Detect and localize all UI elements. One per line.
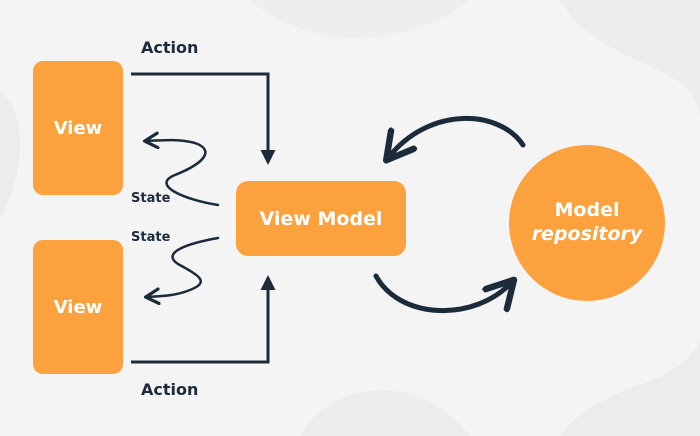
state-top-label: State (131, 191, 171, 206)
action-bottom-arrow (131, 275, 276, 364)
viewmodel-to-model-arrow (373, 273, 512, 313)
view-model-node: View Model (236, 181, 406, 256)
action-bottom-label: Action (141, 380, 199, 399)
view-top-label: View (53, 117, 103, 139)
repository-label: repository (531, 223, 643, 245)
state-bottom-squiggle-arrow (147, 236, 220, 297)
model-repository-node: Model repository (509, 145, 665, 301)
action-top-arrow (131, 72, 276, 165)
action-top-label: Action (141, 38, 199, 57)
state-top-squiggle-arrow (146, 140, 220, 207)
model-label: Model (554, 199, 620, 222)
view-model-label: View Model (259, 207, 383, 230)
model-to-viewmodel-arrow (388, 116, 526, 158)
state-bottom-label: State (131, 230, 171, 245)
view-bottom-node: View (33, 240, 123, 374)
view-bottom-label: View (53, 296, 103, 318)
view-top-node: View (33, 61, 123, 195)
